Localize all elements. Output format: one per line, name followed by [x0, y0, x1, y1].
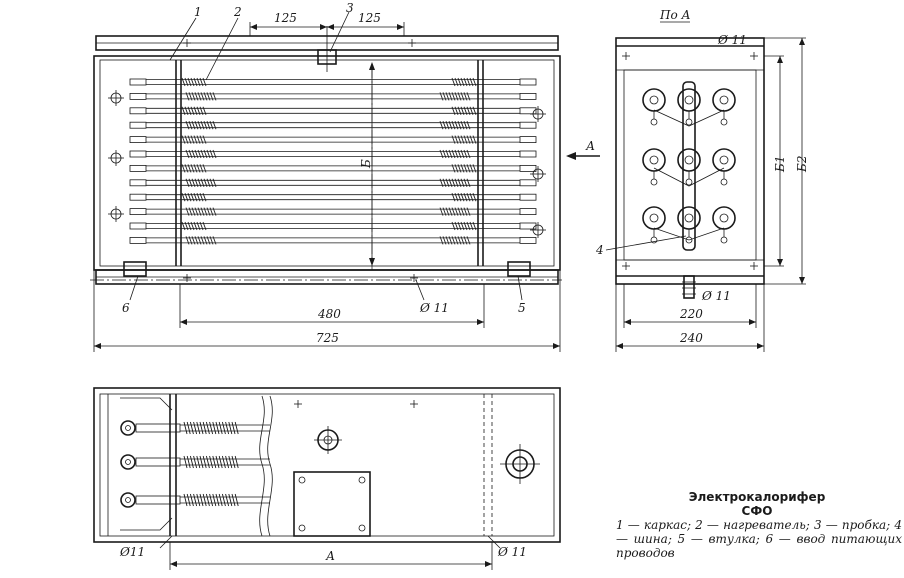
label-6: 6 — [122, 301, 130, 315]
heater-tube — [129, 149, 537, 159]
label-5: 5 — [518, 301, 526, 315]
hole-side-bottom: Ø 11 — [701, 289, 731, 303]
terminal-stud — [677, 148, 701, 186]
terminal-stud — [642, 148, 666, 186]
terminal-studs — [642, 88, 736, 244]
hole-plan-right: Ø 11 — [497, 545, 527, 559]
caption-legend-items: 1 — каркас; 2 — нагреватель; 3 — пробка;… — [616, 518, 902, 560]
terminal-nut — [530, 166, 546, 182]
label-3: 3 — [346, 1, 354, 15]
terminal-nut — [530, 222, 546, 238]
dim-a: А — [325, 549, 335, 563]
heater-tube — [129, 193, 537, 202]
heater-tube — [129, 135, 537, 144]
heater-tube — [129, 236, 537, 245]
terminal-stud — [712, 148, 736, 186]
terminal-stud — [677, 206, 701, 244]
dim-b1: Б1 — [773, 156, 787, 173]
dim-220: 220 — [679, 307, 703, 321]
plan-cover-plate — [293, 471, 371, 537]
plan-view — [93, 387, 561, 570]
plan-frame — [93, 387, 561, 543]
heater-tube — [129, 121, 537, 130]
plan-heater-terminals — [120, 420, 270, 508]
dim-725: 725 — [316, 331, 339, 345]
heater-tube — [129, 164, 537, 173]
cable-entry-6 — [123, 261, 147, 277]
caption-title: Электрокалорифер СФО — [688, 490, 826, 518]
terminal-stud — [642, 206, 666, 244]
heater-tube — [129, 77, 537, 87]
caption: Электрокалорифер СФО 1 — каркас; 2 — наг… — [612, 490, 902, 560]
heater-tube — [129, 92, 537, 101]
hole-front-bottom: Ø 11 — [419, 301, 449, 315]
dim-125-right: 125 — [358, 11, 381, 25]
dim-b2: Б2 — [795, 156, 809, 173]
bushing-5 — [507, 261, 531, 277]
terminal-nut — [108, 90, 124, 106]
side-frame — [615, 37, 765, 285]
heater-tube — [129, 178, 537, 187]
terminal-stud — [712, 88, 736, 126]
arrow-a-label: А — [585, 139, 595, 153]
heater-tube — [129, 207, 537, 216]
label-1: 1 — [194, 5, 202, 19]
label-2: 2 — [233, 5, 242, 19]
terminal-nut — [530, 106, 546, 122]
hole-top: Ø 11 — [717, 33, 747, 47]
front-view — [90, 11, 600, 352]
terminal-stud — [677, 88, 701, 126]
dim-125-left: 125 — [274, 11, 297, 25]
plan-terminal — [120, 454, 270, 470]
side-wire-entry — [683, 275, 695, 299]
side-view — [605, 21, 806, 352]
terminal-nut — [108, 150, 124, 166]
hole-plan-left: Ø11 — [119, 545, 145, 559]
dim-b: Б — [359, 159, 373, 169]
heater-tube — [129, 221, 537, 231]
dim-240: 240 — [679, 331, 703, 345]
terminal-stud — [642, 88, 666, 126]
terminal-stud — [712, 206, 736, 244]
view-a-label: По А — [659, 8, 691, 22]
busbar-4 — [653, 81, 725, 251]
dim-480: 480 — [317, 307, 341, 321]
heater-tubes — [108, 77, 546, 245]
terminal-nut — [108, 206, 124, 222]
label-4: 4 — [595, 243, 604, 257]
heater-tube — [129, 106, 537, 115]
plan-heater-coils — [183, 395, 273, 537]
